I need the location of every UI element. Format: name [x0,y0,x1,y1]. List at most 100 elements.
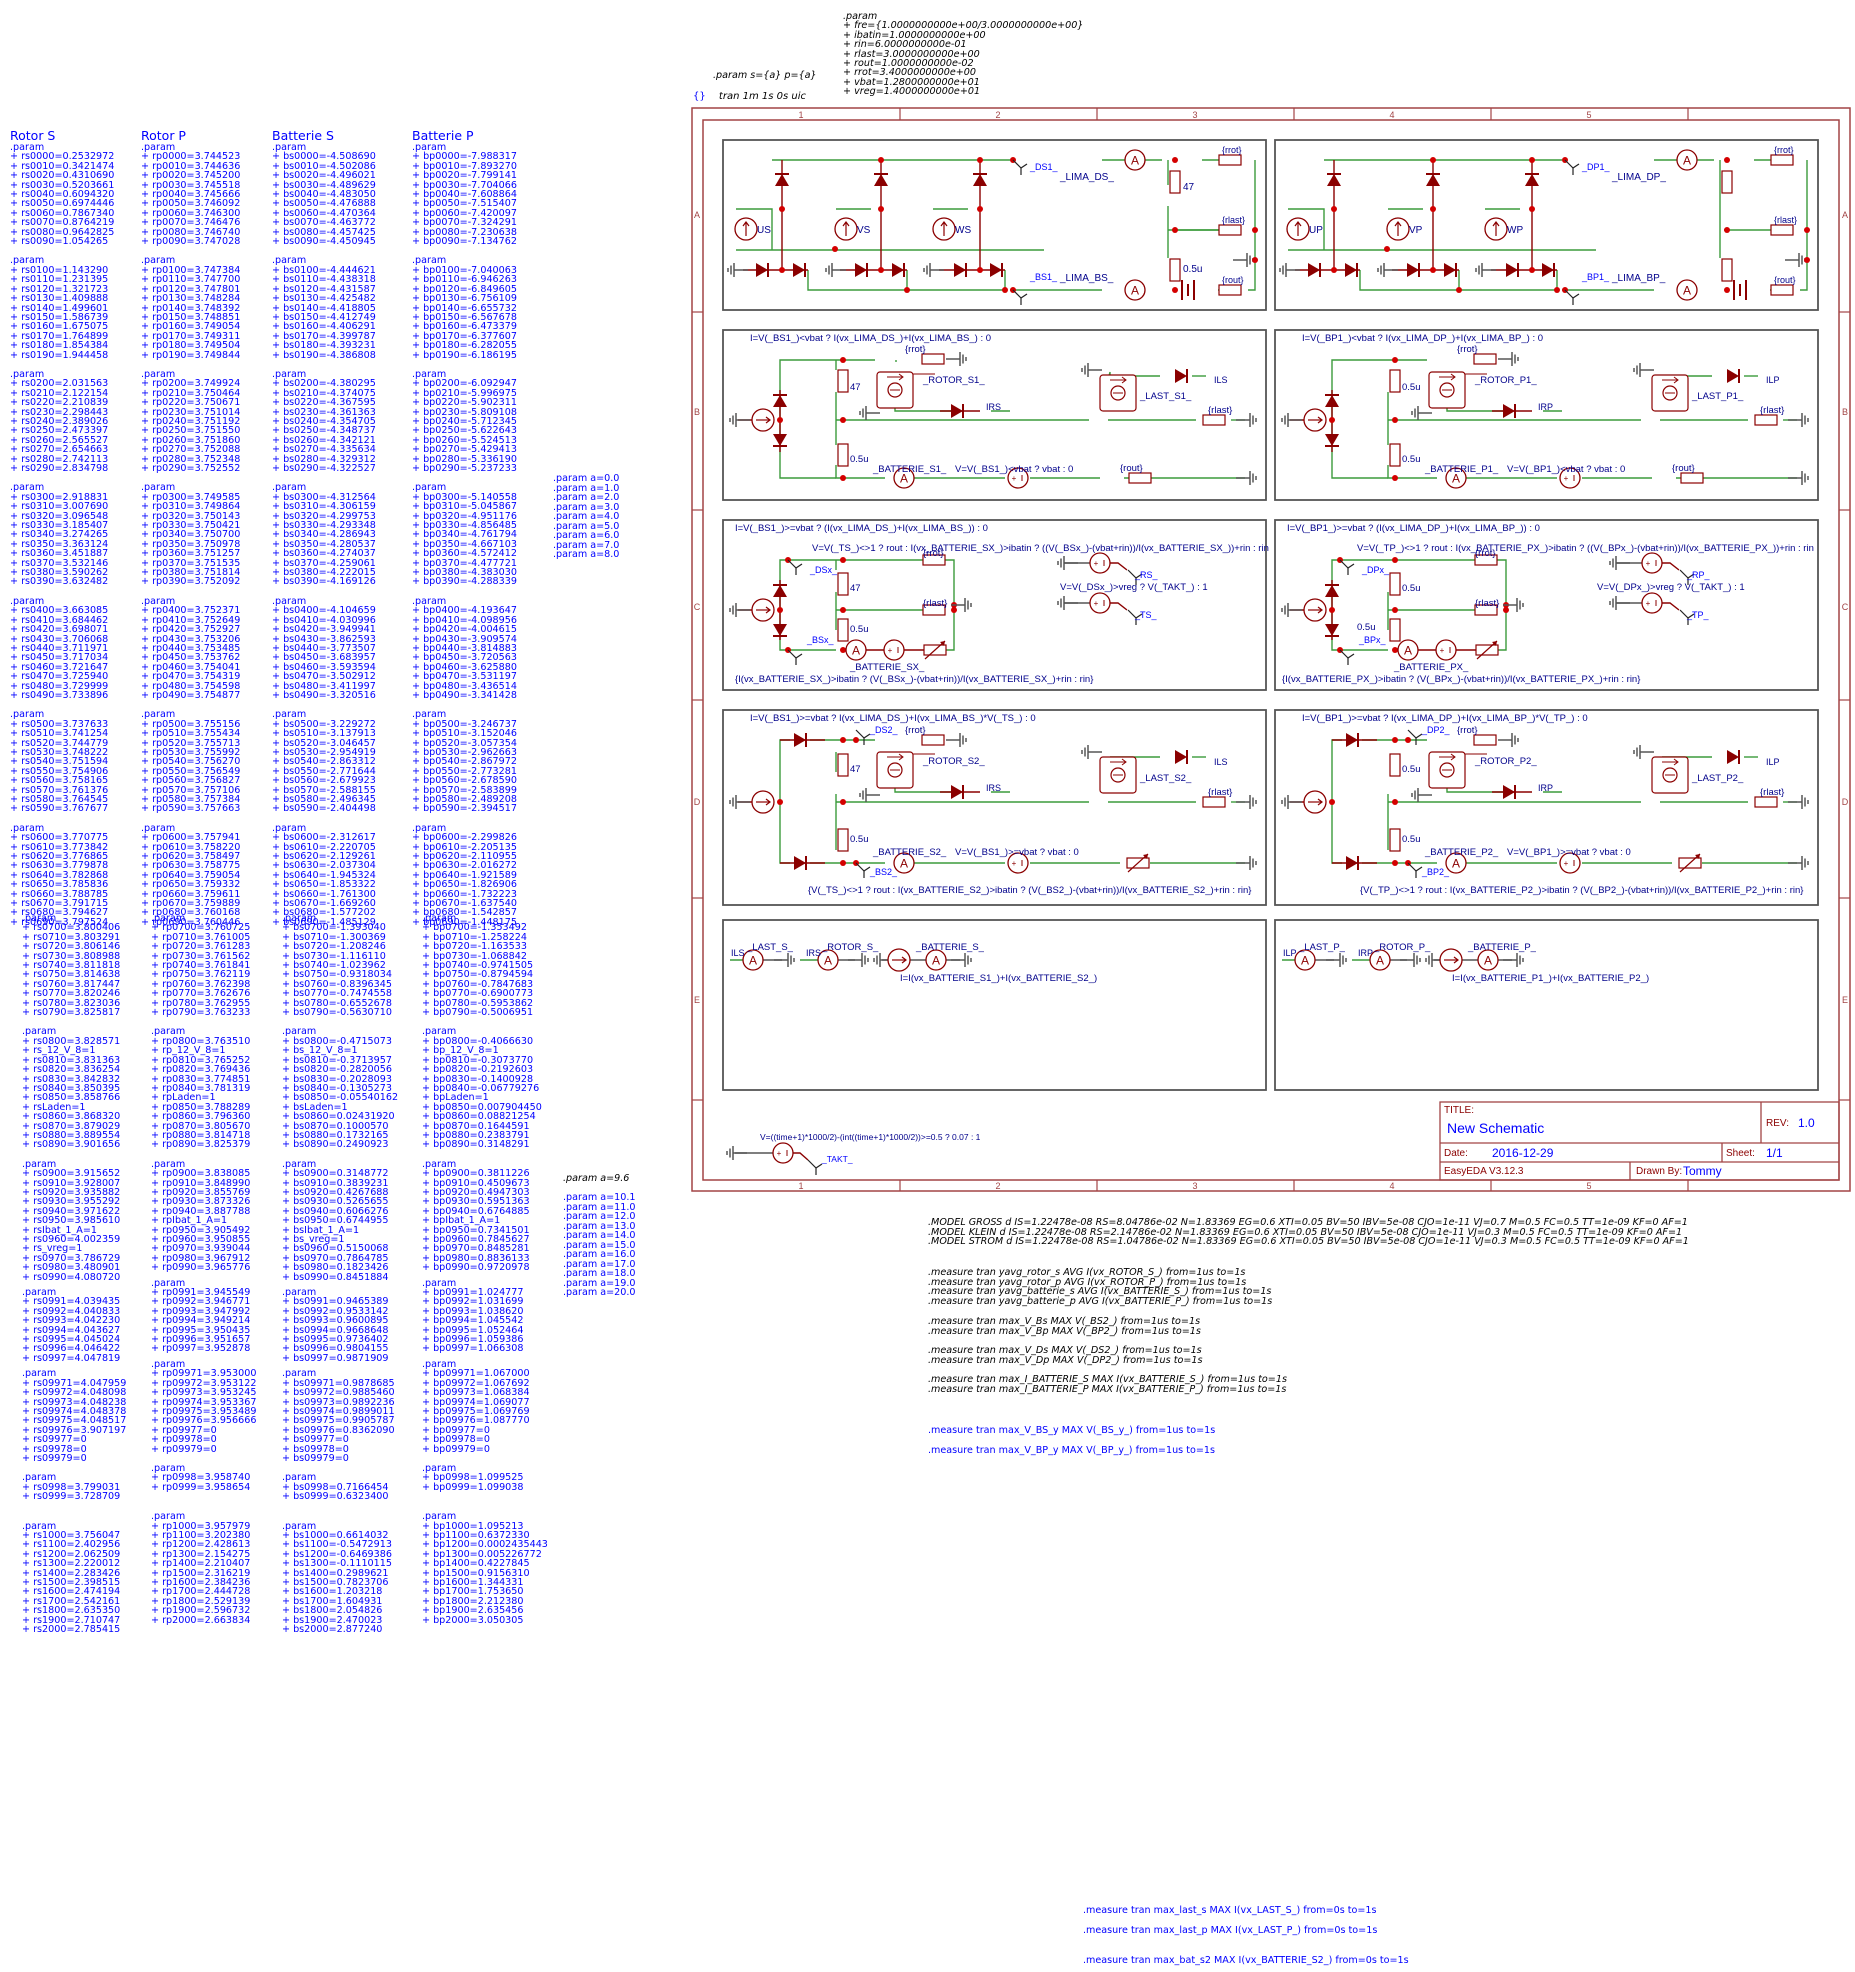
panel-c-s[interactable]: I=V(_BS1_)>=vbat ? (I(vx_LIMA_DS_)+I(vx_… [729,523,1269,685]
param-line: + bs0030=-4.489629 [272,179,376,191]
param-line: + bs0930=0.5265655 [282,1196,389,1208]
param-line: .param [22,1158,57,1170]
panel-b-p[interactable]: I=V(_BP1_)<vbat ? I(vx_LIMA_DP_)+I(vx_LI… [1281,333,1809,489]
param-line: + bp0020=-7.799141 [412,170,517,182]
param-line: .param [10,368,45,380]
param-line: + bp1300=0.005226772 [422,1548,542,1560]
param-line: + bs0997=0.9871909 [282,1352,389,1364]
param-line: + rp0040=3.745666 [141,189,241,201]
param-line: + bp0170=-6.377607 [412,330,517,342]
param-line: + rs0040=0.6094320 [10,189,115,201]
param-line: .param [151,1277,186,1289]
param-line: + bs0630=-2.037304 [272,860,376,872]
param-line: + rs0290=2.834798 [10,463,109,474]
param-line: + rp0820=3.769436 [151,1064,251,1076]
param-line: + bp0490=-3.341428 [412,689,517,701]
param-line: + rp0090=3.747028 [141,236,241,248]
param-line: + bs0550=-2.771644 [272,765,376,777]
param-line: + rs0350=3.363124 [10,538,109,550]
param-line: .param [282,1026,317,1038]
param-line: + rp0620=3.758497 [141,851,241,863]
param-line: .param [272,142,307,153]
param-line: + rs1000=3.756047 [22,1529,121,1541]
param-line: + rp0680=3.760168 [141,907,241,919]
param-line: + rs0930=3.955292 [22,1196,121,1208]
panel-a-s[interactable]: US VS WS _DS1_ _BS1_ _LIMA_DS_ _LIMA_BS_… [727,145,1258,306]
param-line: + rp0930=3.873326 [151,1196,251,1208]
param-block: .param+ rs1000=3.756047+ rs1100=2.402956… [22,1521,126,1636]
param-line: + rs09973=4.048238 [22,1396,127,1408]
svg-text:I=V(_BP1_)<vbat ? I(vx_LIMA_DP: I=V(_BP1_)<vbat ? I(vx_LIMA_DP_)+I(vx_LI… [1302,333,1543,344]
tran-directive[interactable]: {} tran 1m 1s 0s uic [693,91,806,102]
param-line: + bp0850=0.007904450 [422,1101,542,1113]
param-line: + bp0740=-0.9741505 [422,960,534,972]
param-line: + rp0980=3.967912 [151,1252,251,1264]
param-line: + bp0300=-5.140558 [412,491,517,503]
param-block: .param+ rs0900=3.915652+ rs0910=3.928007… [22,1158,126,1282]
param-line: + bp0200=-6.092947 [412,378,517,390]
param-line: + rs1600=2.474194 [22,1586,121,1598]
measures-ibat: .measure tran max_I_BATTERIE_S MAX I(vx_… [928,1375,1287,1394]
panel-c-p[interactable]: I=V(_BP1_)>=vbat ? (I(vx_LIMA_DP_)+I(vx_… [1281,523,1814,685]
param-line: + bs_12_V_8=1 [282,1045,358,1057]
param-line: + rs0100=1.143290 [10,264,109,276]
takt-source[interactable]: V=((time+1)*1000/2)-(int((time+1)*1000/2… [726,1132,981,1176]
param-line: + bp0120=-6.849605 [412,283,517,295]
panel-a-p[interactable]: UP VP WP _DP1_ _BP1_ _LIMA_DP_ _LIMA_BP_… [1279,145,1810,306]
param-block: .param+ bp0400=-4.193647+ bp0410=-4.0989… [412,596,517,701]
panel-e-s[interactable]: ILS _LAST_S_ IRS _ROTOR_S_ _BATTERIE_S_ … [730,942,1097,984]
param-line: + rpIbat_1_A=1 [151,1215,228,1227]
param-line: + bs0430=-3.862593 [272,633,376,645]
param-line: + rs0110=1.231395 [10,274,109,286]
param-line: + bs0510=-3.137913 [272,728,376,740]
param-line: + bs0130=-4.425482 [272,293,376,305]
param-line: + rs1800=2.635350 [22,1605,121,1617]
param-line: + rs2000=2.785415 [22,1624,121,1636]
svg-text:I=V(_BS1_)>=vbat ? (I(vx_LIMA_: I=V(_BS1_)>=vbat ? (I(vx_LIMA_DS_)+I(vx_… [735,523,988,534]
param-column: .param+ rp0000=3.744523+ rp0010=3.744636… [141,142,241,937]
param-line: + rp0570=3.757106 [141,784,241,796]
param-block: .param+ bs09971=0.9878685+ bs09972=0.988… [282,1369,398,1464]
param-line: + rp0640=3.759054 [141,869,241,881]
param-line: + bp1000=1.095213 [422,1520,524,1532]
param-line: + bs0730=-1.116110 [282,950,386,962]
param-line: + rs0800=3.828571 [22,1035,121,1047]
param-line: + bp0030=-7.704066 [412,179,517,191]
param-line: + rp0170=3.749311 [141,330,241,342]
svg-text:_BATTERIE_S2_: _BATTERIE_S2_ [872,847,947,858]
param-line: + rs0120=1.321723 [10,283,109,295]
column-title: Rotor S [10,128,56,143]
param-block: .param+ rp0600=3.757941+ rp0610=3.758220… [141,823,241,927]
sheet-value: 1/1 [1766,1146,1783,1160]
text-line: .param a=17.0 [563,1258,636,1270]
svg-text:ILP: ILP [1766,757,1780,767]
panel-b-s[interactable]: I=V(_BS1_)<vbat ? I(vx_LIMA_DS_)+I(vx_LI… [729,333,1257,489]
param-line: + rs09974=4.048378 [22,1405,127,1417]
param-line: + bp0480=-3.436514 [412,680,517,692]
panel-d-s[interactable]: I=V(_BS1_)>=vbat ? I(vx_LIMA_DS_)+I(vx_L… [729,713,1257,896]
param-line: + bs0780=-0.6552678 [282,997,392,1009]
svg-text:_DP1_: _DP1_ [1581,162,1611,172]
param-line: + bs0992=0.9533142 [282,1305,389,1317]
param-line: + rp0470=3.754319 [141,671,241,683]
svg-text:_BATTERIE_S_: _BATTERIE_S_ [915,942,985,953]
param-line: + rs0970=3.786729 [22,1252,121,1264]
svg-text:{rout}: {rout} [1120,463,1143,474]
param-line: .param [272,709,307,721]
param-line: .param [10,255,45,267]
param-line: + rs0260=2.565527 [10,434,109,446]
param-line: .param [10,595,45,607]
param-line: .param [10,482,45,494]
param-block: .param+ rp0800=3.763510+ rp_12_V_8=1+ rp… [151,1027,256,1150]
svg-text:0.5u: 0.5u [1402,834,1421,845]
param-line: + bs0760=-0.8396345 [282,978,392,990]
param-line: + rp0810=3.765252 [151,1054,251,1066]
param-line: + rp0130=3.748284 [141,293,241,305]
param-column: .param+ rs0000=0.2532972+ rs0010=0.34214… [10,142,115,937]
param-line: + rp0830=3.774851 [151,1073,251,1085]
param-line: + rp0300=3.749585 [141,491,241,503]
param-line: + rp0580=3.757384 [141,794,241,805]
panel-d-p[interactable]: I=V(_BP1_)>=vbat ? I(vx_LIMA_DP_)+I(vx_L… [1281,713,1809,896]
panel-e-p[interactable]: ILP _LAST_P_ IRP _ROTOR_P_ _BATTERIE_P_ … [1282,942,1649,984]
